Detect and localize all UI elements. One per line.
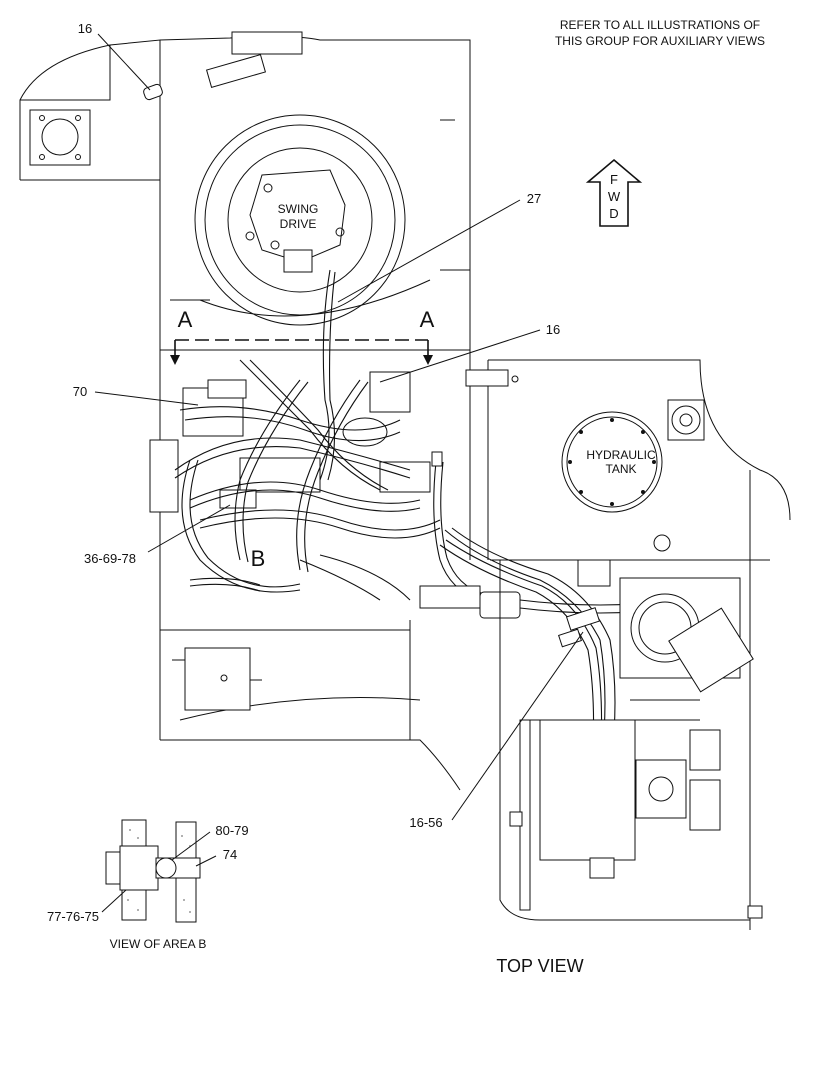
section-marker-a-left: A bbox=[178, 307, 193, 332]
callout-27: 27 bbox=[527, 191, 541, 206]
valve-hose-cluster: B bbox=[149, 269, 521, 619]
callout-16-top: 16 bbox=[78, 21, 92, 36]
note-line-2: THIS GROUP FOR AUXILIARY VIEWS bbox=[555, 34, 765, 48]
bolt-plate bbox=[29, 109, 91, 166]
callout-77-76-75: 77-76-75 bbox=[47, 909, 99, 924]
area-marker-b: B bbox=[251, 546, 266, 571]
callout-74: 74 bbox=[223, 847, 237, 862]
swing-drive-label-line1: SWING bbox=[278, 202, 319, 216]
right-platform bbox=[465, 300, 791, 930]
caption-view-area-b: VIEW OF AREA B bbox=[110, 937, 207, 951]
callout-16-right: 16 bbox=[546, 322, 560, 337]
section-line-a: A A bbox=[170, 307, 435, 365]
section-marker-a-right: A bbox=[420, 307, 435, 332]
detail-view-area-b bbox=[105, 819, 201, 923]
callout-36-69-78: 36-69-78 bbox=[84, 551, 136, 566]
fwd-letter-w: W bbox=[608, 189, 621, 204]
swing-drive: SWING DRIVE bbox=[194, 114, 406, 326]
fwd-arrow: F W D bbox=[585, 158, 643, 227]
callout-80-79: 80-79 bbox=[215, 823, 248, 838]
hydraulic-tank-label-line1: HYDRAULIC bbox=[586, 448, 656, 462]
note-line-1: REFER TO ALL ILLUSTRATIONS OF bbox=[560, 18, 760, 32]
lower-left-component bbox=[172, 647, 262, 711]
hydraulic-tank: HYDRAULIC TANK bbox=[561, 411, 663, 513]
upper-frame-outline bbox=[19, 31, 471, 791]
pump-area bbox=[499, 559, 763, 921]
leader-lines bbox=[94, 33, 584, 913]
swing-drive-label-line2: DRIVE bbox=[280, 217, 317, 231]
fwd-letter-f: F bbox=[610, 172, 618, 187]
caption-top-view: TOP VIEW bbox=[496, 956, 583, 976]
callout-labels: 16 27 16 70 36-69-78 16-56 80-79 74 77-7… bbox=[47, 21, 560, 924]
hydraulic-tank-label-line2: TANK bbox=[605, 462, 636, 476]
callout-16-56: 16-56 bbox=[409, 815, 442, 830]
fwd-letter-d: D bbox=[609, 206, 618, 221]
callout-70: 70 bbox=[73, 384, 87, 399]
